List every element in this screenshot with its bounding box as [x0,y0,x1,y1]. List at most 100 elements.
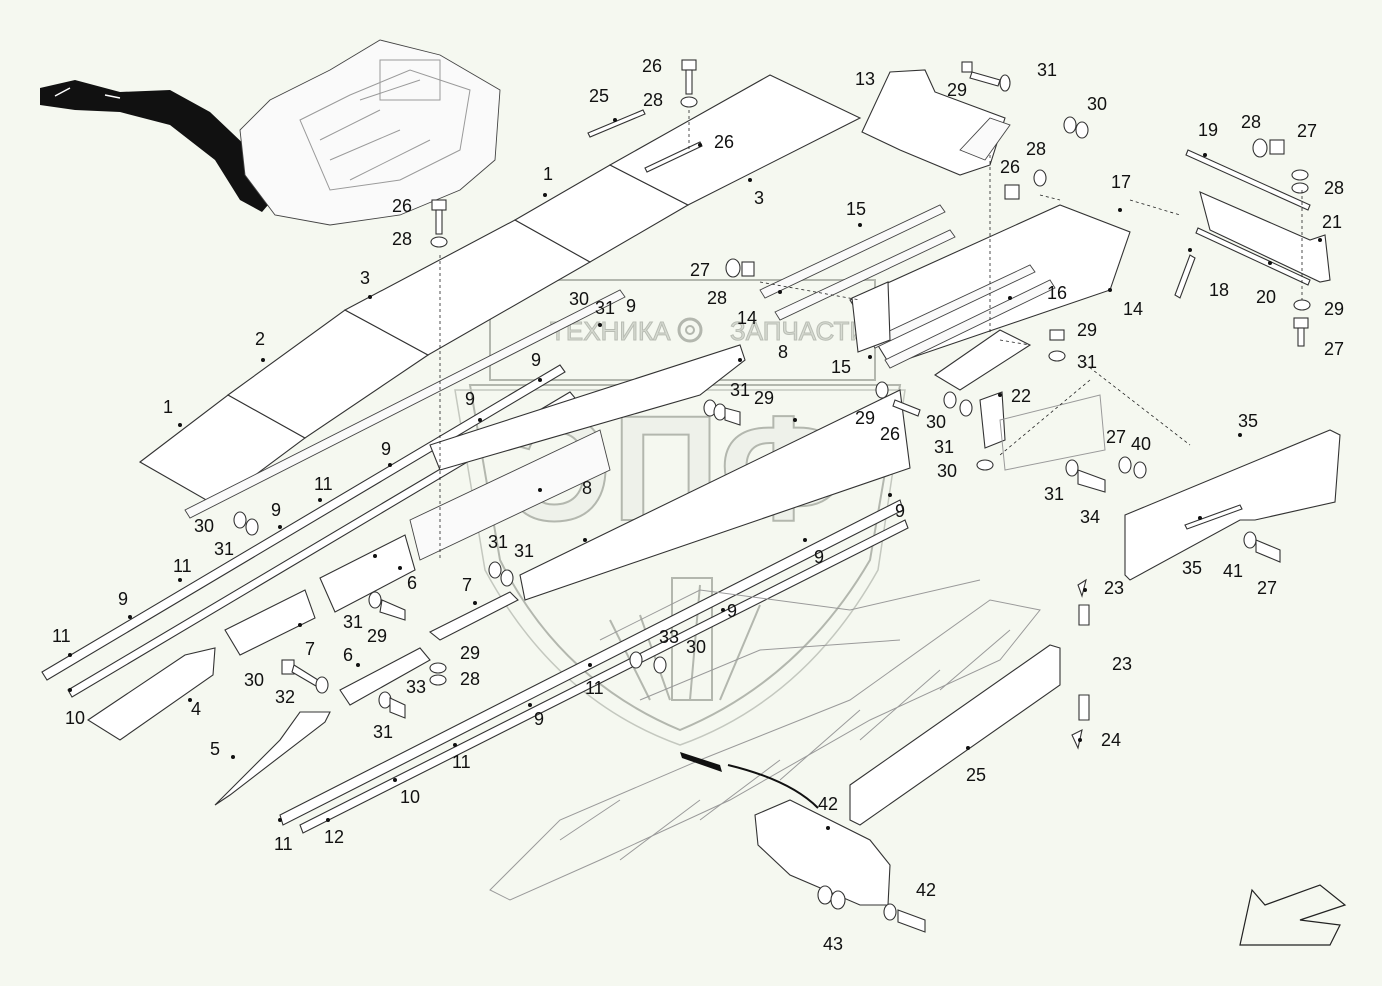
plates [849,429,1341,826]
bolt-26-c [1243,531,1281,563]
bolt-26-mid [430,199,448,248]
label-31e: 31 [934,437,954,457]
label-20: 21 [1322,212,1342,232]
label-10b: 11 [274,834,293,854]
label-31b: 31 [595,298,615,318]
label-22: 23 [1112,654,1132,674]
pins-22-23 [1071,578,1090,750]
washer-30 [1063,116,1089,139]
label-33: 35 [1238,411,1258,431]
bolt-29-a [368,591,406,621]
label-31f: 31 [1044,484,1064,504]
washers-21 [943,391,994,471]
label-4: 4 [191,699,201,719]
label-27d: 28 [460,669,480,689]
label-14b: 15 [831,357,851,377]
callout-labels: 1 1 2 3 3 4 5 6 6 7 7 8 8 9 9 9 9 9 9 9 … [52,56,1344,954]
label-3a: 3 [360,268,370,288]
long-rails [41,289,911,834]
bolt-top-12 [961,61,1011,92]
label-15a: 15 [846,199,866,219]
label-9i: 9 [727,601,737,621]
washers-27-35 [1118,456,1147,479]
label-23a: 23 [1104,578,1124,598]
label-9f: 9 [118,589,128,609]
cover-40 [680,752,891,906]
label-11b: 11 [173,556,192,576]
label-26b: 26 [392,196,412,216]
label-1b: 1 [163,397,173,417]
label-28e: 28 [1241,112,1261,132]
label-27a: 27 [690,260,710,280]
label-28c: 28 [707,288,727,308]
label-11c: 11 [52,626,71,646]
label-32: 34 [1080,507,1100,527]
label-11a: 11 [314,474,333,494]
label-26f: 27 [1257,578,1277,598]
label-15b: 16 [1047,283,1067,303]
label-26d: 26 [880,424,900,444]
bolt-26-right [1293,299,1311,347]
label-1a: 1 [543,164,553,184]
label-9g: 9 [895,501,905,521]
bolt-29-c [703,399,741,426]
label-29a: 29 [947,80,967,100]
label-9h: 9 [814,547,824,567]
washer-27-28-b [725,258,755,278]
label-9e: 9 [271,500,281,520]
label-8a: 8 [778,342,788,362]
label-28g: 29 [1324,299,1344,319]
label-10a: 10 [65,708,85,728]
label-9c: 9 [465,389,475,409]
bolt-31-30 [378,691,406,719]
label-8b: 8 [582,478,592,498]
label-28h: 29 [855,408,875,428]
label-9b: 9 [531,350,541,370]
machine-overview [40,39,501,226]
label-29b: 29 [1077,320,1097,340]
label-9d: 9 [381,439,391,459]
label-41: 42 [916,880,936,900]
bolt-26-top [680,59,698,108]
label-31d: 31 [1077,352,1097,372]
washers-28-27 [429,662,447,686]
label-31k: 33 [406,677,426,697]
label-16: 17 [1111,172,1131,192]
label-23b: 24 [1101,730,1121,750]
fasteners [233,59,1311,933]
label-27c: 27 [1106,427,1126,447]
label-14a: 14 [737,308,757,328]
label-7b: 7 [462,575,472,595]
washers-31-29-c [629,651,667,674]
label-9k: 10 [400,787,420,807]
side-panels [86,534,519,806]
label-9a: 9 [626,296,636,316]
label-30b: 30 [569,289,589,309]
label-31i: 31 [343,612,363,632]
label-30f: 31 [488,532,508,552]
label-28i: 29 [460,643,480,663]
lower-frame [489,391,1106,901]
top-cover-panels [139,74,862,506]
label-19: 20 [1256,287,1276,307]
label-28a: 28 [643,90,663,110]
label-34: 35 [1182,558,1202,578]
label-35a: 40 [1131,434,1151,454]
bolt-29-b [281,659,329,694]
marker-dots [68,118,1322,830]
washer-27-28 [1252,138,1309,194]
label-31c: 31 [730,380,750,400]
label-30e: 30 [194,516,214,536]
label-27b: 27 [1297,121,1317,141]
leader-lines [439,110,1303,560]
label-9j: 9 [534,709,544,729]
label-30a: 30 [1087,94,1107,114]
strips-25 [587,109,703,173]
label-21: 22 [1011,386,1031,406]
label-29e: 30 [244,670,264,690]
label-40: 42 [818,794,838,814]
label-29f: 30 [686,637,706,657]
direction-arrow-icon [1239,884,1347,946]
watermark-right-word: ЗАПЧАСТИ [730,316,868,346]
